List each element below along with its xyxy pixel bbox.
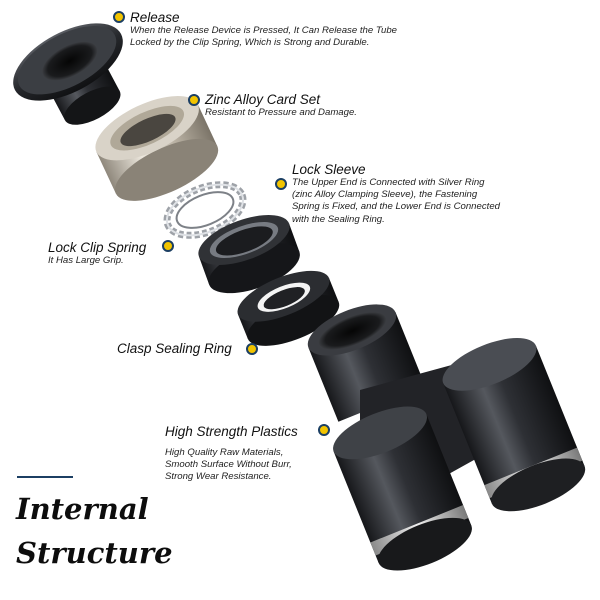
callout-title: Lock Clip Spring xyxy=(48,240,147,255)
callout-desc-line: It Has Large Grip. xyxy=(48,255,124,266)
callout-title: Release xyxy=(130,10,180,25)
callout-dot xyxy=(318,424,330,436)
callout-desc-line: High Quality Raw Materials, xyxy=(165,447,284,458)
callout-high-strength-plastics: High Strength Plastics High Quality Raw … xyxy=(165,424,355,484)
callout-desc-line: with the Sealing Ring. xyxy=(292,213,385,225)
clip-spring-icon xyxy=(163,181,247,239)
callout-desc-line: Locked by the Clip Spring, Which is Stro… xyxy=(130,37,370,49)
zinc-alloy-ring-icon xyxy=(95,96,219,201)
callout-release: Release When the Release Device is Press… xyxy=(130,10,460,49)
callout-desc-line: When the Release Device is Pressed, It C… xyxy=(130,25,397,36)
callout-dot xyxy=(246,343,258,355)
callout-desc-line: The Upper End is Connected with Silver R… xyxy=(292,177,485,188)
callout-title: Clasp Sealing Ring xyxy=(117,341,232,356)
callout-desc-line: (zinc Alloy Clamping Sleeve), the Fasten… xyxy=(292,189,478,201)
callout-zinc-alloy: Zinc Alloy Card Set Resistant to Pressur… xyxy=(205,92,465,119)
callout-desc-line: Spring is Fixed, and the Lower End is Co… xyxy=(292,201,500,213)
callout-desc-line: Smooth Surface Without Burr, xyxy=(165,459,292,471)
callout-dot xyxy=(113,11,125,23)
callout-dot xyxy=(162,240,174,252)
callout-title: High Strength Plastics xyxy=(165,424,298,439)
lock-sleeve-icon xyxy=(198,215,300,294)
sealing-ring-icon xyxy=(237,270,340,346)
callout-dot xyxy=(275,178,287,190)
y-fitting-body-icon xyxy=(307,304,586,571)
callout-title: Lock Sleeve xyxy=(292,162,366,177)
callout-clasp-sealing-ring: Clasp Sealing Ring xyxy=(117,341,257,356)
callout-lock-clip-spring: Lock Clip Spring It Has Large Grip. xyxy=(48,240,178,267)
heading-line-1: Internal xyxy=(16,492,149,526)
release-cap-icon xyxy=(13,23,123,125)
heading-line-2: Structure xyxy=(16,536,173,570)
heading-divider xyxy=(17,476,73,478)
callout-desc-line: Strong Wear Resistance. xyxy=(165,471,272,483)
callout-desc-line: Resistant to Pressure and Damage. xyxy=(205,107,357,118)
callout-lock-sleeve: Lock Sleeve The Upper End is Connected w… xyxy=(292,162,582,226)
callout-dot xyxy=(188,94,200,106)
callout-title: Zinc Alloy Card Set xyxy=(205,92,321,107)
